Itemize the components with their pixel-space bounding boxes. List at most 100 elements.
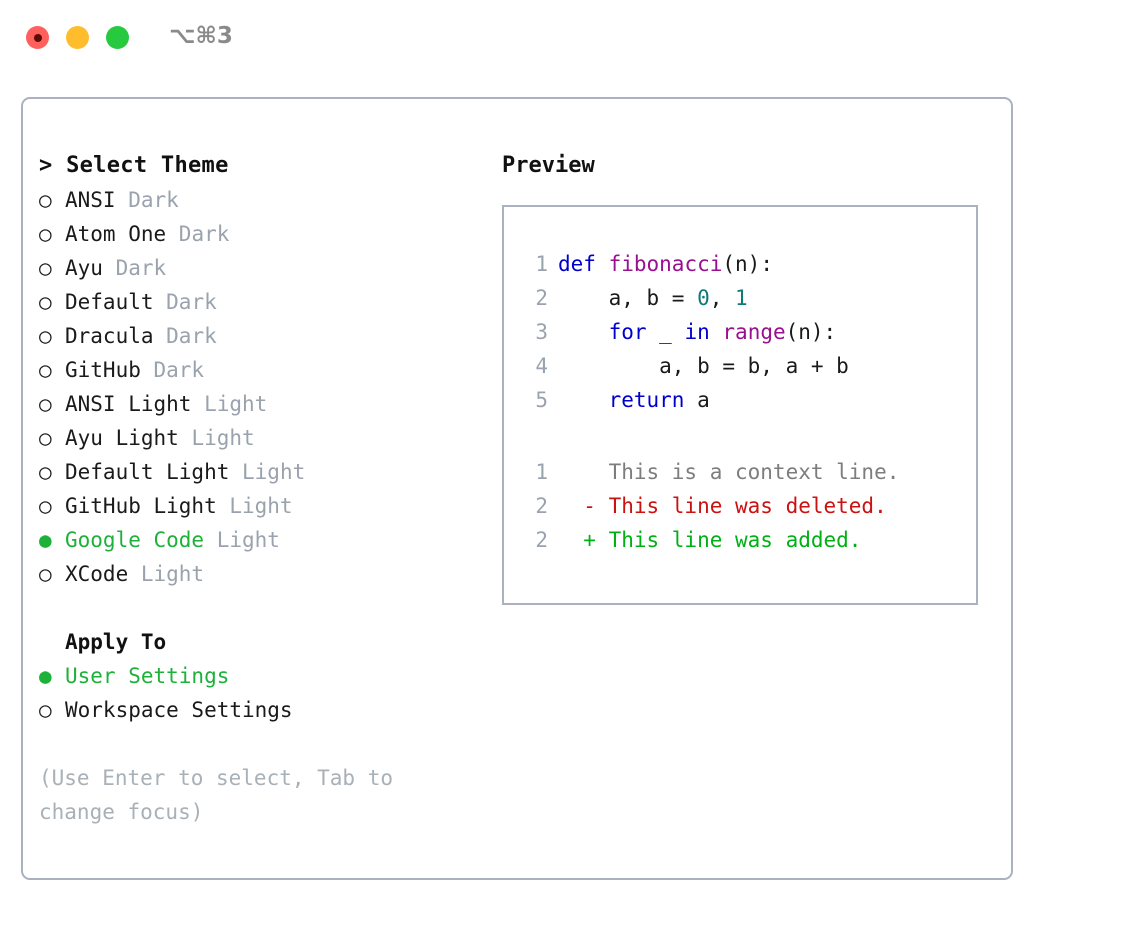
theme-item-label: Default Light — [65, 460, 230, 484]
theme-item-tag: Light — [204, 528, 280, 552]
theme-item-tag: Dark — [115, 188, 179, 212]
theme-item-label: XCode — [65, 562, 129, 586]
theme-item-tag: Dark — [166, 222, 230, 246]
code-token-plain: , — [709, 286, 736, 310]
code-token-fn: fibonacci — [608, 252, 723, 276]
select-theme-header: > Select Theme — [39, 153, 229, 178]
theme-list: ○ANSI Dark○Atom One Dark○Ayu Dark○Defaul… — [39, 183, 479, 591]
code-line: 4 a, b = b, a + b — [522, 349, 976, 383]
code-diff-spacer — [522, 417, 976, 455]
code-token-plain — [596, 252, 609, 276]
theme-item-tag: Light — [229, 460, 306, 484]
hint-line-1: (Use Enter to select, Tab to — [39, 766, 394, 790]
radio-unselected-icon: ○ — [39, 426, 52, 450]
theme-item-label: ANSI — [65, 188, 116, 212]
code-token-kw: return — [608, 388, 685, 412]
theme-item-github[interactable]: ○GitHub Dark — [39, 353, 479, 387]
close-window-button[interactable] — [26, 26, 49, 49]
theme-item-xcode[interactable]: ○ XCode Light — [39, 557, 479, 591]
code-line-content: for _ in range(n): — [558, 320, 837, 344]
theme-item-label: ANSI Light — [65, 392, 192, 416]
code-line-number: 5 — [535, 388, 548, 412]
diff-line-number: 2 — [535, 494, 548, 518]
theme-item-tag: Dark — [153, 324, 217, 348]
radio-unselected-icon: ○ — [39, 392, 52, 416]
code-line-number: 4 — [535, 354, 548, 378]
theme-item-tag: Light — [191, 392, 268, 416]
code-token-kw: in — [684, 320, 710, 344]
apply-to-item-label: Workspace Settings — [65, 698, 293, 722]
code-line: 5 return a — [522, 383, 976, 417]
radio-unselected-icon: ○ — [39, 494, 52, 518]
theme-item-ansi-light[interactable]: ○ ANSI Light Light — [39, 387, 479, 421]
theme-item-label: Dracula — [65, 324, 154, 348]
code-token-num: 1 — [735, 286, 748, 310]
theme-selector-column: > Select Theme ○ANSI Dark○Atom One Dark○… — [39, 149, 479, 829]
theme-item-label: GitHub — [65, 358, 141, 382]
code-token-plain: a, b = b, a + b — [659, 354, 849, 378]
diff-line-del: 2 - This line was deleted. — [522, 489, 976, 523]
theme-item-tag: Light — [216, 494, 293, 518]
theme-item-tag: Dark — [153, 290, 217, 314]
keyboard-shortcut-label: ⌥⌘3 — [169, 23, 233, 49]
radio-unselected-icon: ○ — [39, 222, 52, 246]
code-token-plain: (n): — [785, 320, 837, 344]
diff-line-number: 1 — [535, 460, 548, 484]
preview-title: Preview — [502, 153, 595, 178]
theme-item-label: Google Code — [65, 528, 205, 552]
theme-item-tag: Light — [128, 562, 205, 586]
code-token-plain: (n): — [722, 252, 773, 276]
diff-line-content: - This line was deleted. — [558, 494, 887, 518]
theme-item-tag: Light — [178, 426, 255, 450]
theme-item-atom-one[interactable]: ○Atom One Dark — [39, 217, 479, 251]
theme-item-tag: Dark — [140, 358, 205, 382]
zoom-window-button[interactable] — [106, 26, 129, 49]
code-token-num: 0 — [697, 286, 710, 310]
radio-selected-icon: ● — [39, 664, 52, 688]
theme-item-github-light[interactable]: ○ GitHub Light Light — [39, 489, 479, 523]
radio-selected-icon: ● — [39, 528, 52, 552]
code-token-plain: a — [684, 388, 710, 412]
theme-item-label: Ayu Light — [65, 426, 179, 450]
apply-to-item-workspace-settings[interactable]: ○ Workspace Settings — [39, 693, 479, 727]
theme-item-ayu[interactable]: ○Ayu Dark — [39, 251, 479, 285]
radio-unselected-icon: ○ — [39, 562, 52, 586]
radio-unselected-icon: ○ — [39, 256, 52, 280]
theme-item-default-light[interactable]: ○ Default Light Light — [39, 455, 479, 489]
code-line-content: a, b = 0, 1 — [558, 286, 748, 310]
radio-unselected-icon: ○ — [39, 290, 52, 314]
code-line-content: return a — [558, 388, 710, 412]
minimize-window-button[interactable] — [66, 26, 89, 49]
theme-item-default[interactable]: ○Default Dark — [39, 285, 479, 319]
theme-item-google-code[interactable]: ● Google Code Light — [39, 523, 479, 557]
code-token-plain — [710, 320, 723, 344]
theme-item-ansi[interactable]: ○ANSI Dark — [39, 183, 479, 217]
diff-line-add: 2 + This line was added. — [522, 523, 976, 557]
code-token-kw: for — [608, 320, 647, 344]
diff-sample: 1 This is a context line.2 - This line w… — [522, 455, 976, 557]
code-token-kw: def — [558, 252, 596, 276]
title-bar: ⌥⌘3 — [0, 0, 1140, 78]
theme-item-label: Ayu — [65, 256, 103, 280]
radio-unselected-icon: ○ — [39, 698, 52, 722]
apply-to-item-user-settings[interactable]: ● User Settings — [39, 659, 479, 693]
apply-to-header: Apply To — [65, 630, 167, 654]
code-line: 2 a, b = 0, 1 — [522, 281, 976, 315]
code-token-plain: _ — [646, 320, 685, 344]
apply-to-item-label: User Settings — [65, 664, 230, 688]
hint-spacer — [39, 727, 479, 761]
radio-unselected-icon: ○ — [39, 324, 52, 348]
code-token-fn: range — [722, 320, 786, 344]
theme-item-dracula[interactable]: ○ Dracula Dark — [39, 319, 479, 353]
diff-line-number: 2 — [535, 528, 548, 552]
theme-item-label: GitHub Light — [65, 494, 217, 518]
apply-to-list: ● User Settings ○ Workspace Settings — [39, 659, 479, 727]
code-line-content: a, b = b, a + b — [558, 354, 849, 378]
theme-item-ayu-light[interactable]: ○ Ayu Light Light — [39, 421, 479, 455]
code-token-plain: a, b = — [608, 286, 698, 310]
radio-unselected-icon: ○ — [39, 460, 52, 484]
